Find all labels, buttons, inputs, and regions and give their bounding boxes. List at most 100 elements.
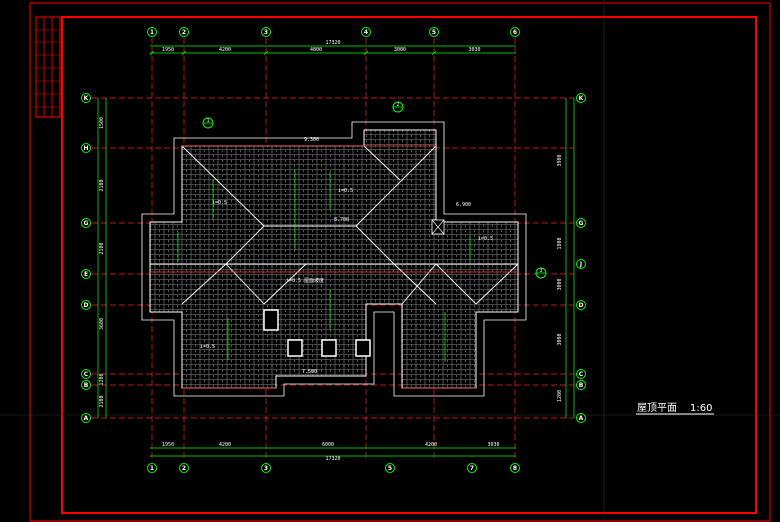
grid-bubble-bottom-5: 8 [510,463,520,473]
detail-markers: 1 2 3 [202,101,547,279]
roof-label-elev-2: 8.700 [334,217,349,223]
dim-left-4: 1200 [99,373,105,385]
dim-top-seg-0: 1950 [162,47,174,53]
grid-bubble-top-1-label: 2 [182,29,186,36]
grid-bubble-right-4-label: C [579,371,584,378]
roof-division-lines [150,145,518,389]
grid-bubble-left-3-label: E [84,271,88,278]
drawing-title: 屋顶平面 [637,402,677,414]
grid-bubble-right-6: A [576,413,586,423]
dim-bottom-seg-3: 4200 [425,442,437,448]
drawing-title-block: 屋顶平面 1:60 [636,402,714,415]
roof-label-slope-4: i=0.5 [200,344,215,350]
roof-label-slope-2: i=0.5 [338,188,353,194]
grid-bubble-left-1: H [81,143,91,153]
grid-bubble-bottom-2: 3 [261,463,271,473]
dim-top-seg-2: 4800 [310,47,322,53]
grid-bubble-left-2: G [81,218,91,228]
grid-bubble-top-3-label: 4 [364,29,368,36]
grid-bubble-right-1: G [576,218,586,228]
grid-bubble-bottom-3: 5 [385,463,395,473]
roof-label-elev-3: 7.500 [302,369,317,375]
detail-marker-1-label: 2 [396,102,399,108]
grid-bubble-left-5-label: C [84,371,89,378]
detail-marker-0-label: 1 [206,118,209,124]
dimension-lines [97,45,575,457]
grid-bubble-bottom-0-label: 1 [150,465,154,472]
dim-top-seg-4: 3030 [468,47,480,53]
dim-right-0: 3900 [557,154,563,166]
dim-top-seg-1: 4200 [219,47,231,53]
grid-bubble-right-0: K [576,93,586,103]
sheet-outer-border [29,2,771,522]
eave-outline [141,121,527,397]
grid-bubble-top-5-label: 6 [513,29,517,36]
detail-marker-2: 3 [535,267,547,279]
grid-bubble-left-0-label: K [84,95,89,102]
roof-label-elev-4: 6.900 [456,202,471,208]
slope-arrows [177,170,471,362]
grid-bubble-top-1: 2 [179,27,189,37]
grid-bubble-top-5: 6 [510,27,520,37]
grid-bubble-left-5: C [81,369,91,379]
grid-bubble-top-4-label: 5 [432,29,436,36]
grid-bubble-top-3: 4 [361,27,371,37]
roof-ridge-lines [150,145,519,305]
dim-left-0: 1500 [99,117,105,129]
grid-bubble-right-4: C [576,369,586,379]
grid-bubble-left-2-label: G [84,220,89,227]
grid-bubble-right-3-label: D [579,302,584,309]
grid-bubble-right-3: D [576,300,586,310]
grid-bubble-left-7: A [81,413,91,423]
grid-bubble-right-1-label: G [579,220,584,227]
roof-annotations: i=0.5 i=0.5 i=0.5 i=0.5 i=0.5 屋面坡度 9.300… [200,137,493,375]
grid-bubble-top-0: 1 [147,27,157,37]
dim-top-seg-3: 3000 [394,47,406,53]
roof-label-slope-1: i=0.5 [212,200,227,206]
dim-bottom-seg-1: 4200 [219,442,231,448]
grid-bubble-top-4: 5 [429,27,439,37]
dim-bottom-seg-0: 1950 [162,442,174,448]
binding-strip [35,16,61,118]
grid-bubble-bottom-1-label: 2 [182,465,186,472]
grid-bubble-left-0: K [81,93,91,103]
roof-plan [141,121,527,397]
sheet-inner-border [61,16,757,514]
grid-bubble-right-2: J [576,259,586,269]
dim-overall-top: 17320 [325,40,340,46]
grid-bubble-top-0-label: 1 [150,29,154,36]
grid-bubble-right-5-label: B [579,382,584,389]
dim-right-1: 1800 [557,237,563,249]
dim-left-3: 3600 [99,318,105,330]
dim-left-1: 2100 [99,179,105,191]
chimney-3 [355,339,371,357]
grid-bubble-top-2-label: 3 [264,29,268,36]
dim-right-3: 3000 [557,333,563,345]
grid-bubble-right-0-label: K [579,95,584,102]
detail-marker-0: 1 [202,117,214,129]
roof-label-note-center: i=0.5 屋面坡度 [286,277,324,284]
grid-bubble-bottom-0: 1 [147,463,157,473]
detail-marker-1: 2 [392,101,404,113]
grid-bubble-left-1-label: H [83,145,88,152]
grid-bubble-right-6-label: A [579,415,584,422]
roof-label-slope-3: i=0.5 [478,236,493,242]
grid-bubble-bottom-3-label: 5 [388,465,392,472]
grid-bubble-left-4-label: D [84,302,89,309]
dim-overall-bottom: 17320 [325,456,340,462]
grid-bubble-left-4: D [81,300,91,310]
chimney-4 [263,309,279,331]
detail-marker-2-label: 3 [539,268,542,274]
grid-bubble-bottom-4: 7 [467,463,477,473]
grid-bubble-left-6-label: B [84,382,89,389]
dim-bottom-seg-4: 3030 [487,442,499,448]
dimension-text: 17320 17320 1950 4200 4800 3000 3030 1950 4200 60… [99,40,563,462]
grid-bubble-left-7-label: A [84,415,89,422]
grid-bubble-top-2: 3 [261,27,271,37]
dim-bottom-seg-2: 6000 [322,442,334,448]
chimney-1 [287,339,303,357]
dim-right-4: 1200 [557,390,563,402]
